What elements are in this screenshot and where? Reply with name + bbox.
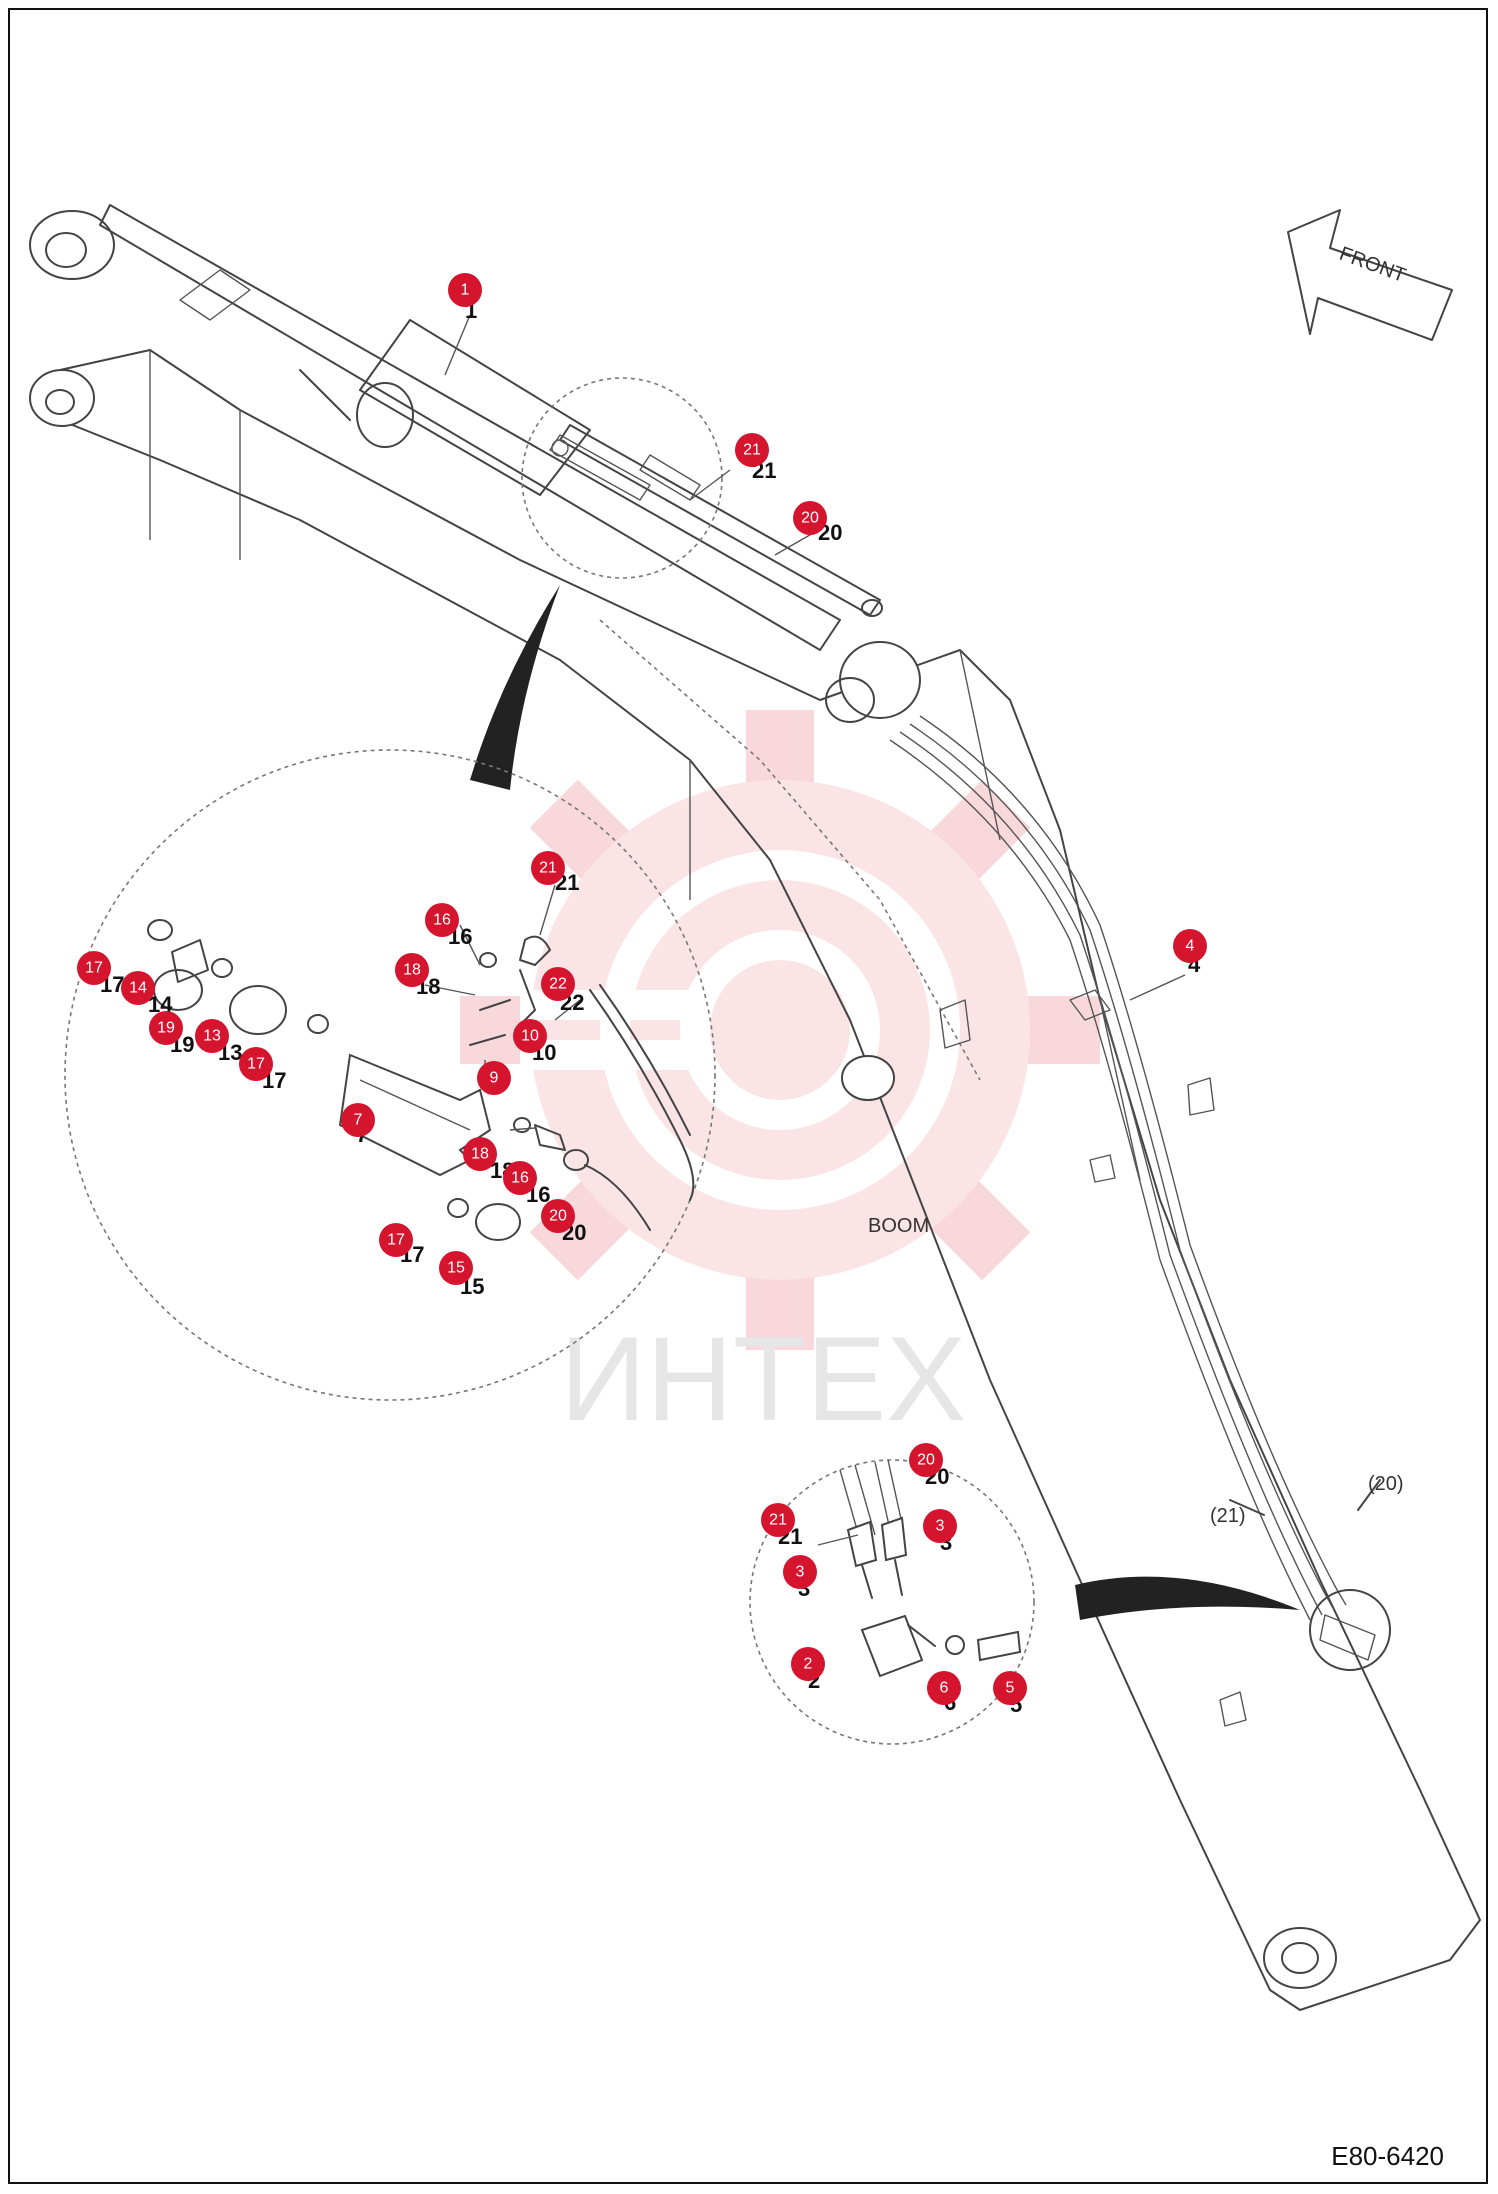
marker-17c[interactable]: 17 [379, 1223, 413, 1257]
marker-18b[interactable]: 18 [463, 1137, 497, 1171]
svg-text:18: 18 [471, 1146, 489, 1163]
svg-text:3: 3 [796, 1564, 805, 1581]
page-frame [8, 8, 1488, 2184]
svg-text:17: 17 [387, 1232, 405, 1249]
marker-13[interactable]: 13 [195, 1019, 229, 1053]
svg-text:5: 5 [1006, 1680, 1015, 1697]
marker-21b[interactable]: 21 [531, 851, 565, 885]
detail-circle-top [521, 377, 723, 579]
svg-text:9: 9 [490, 1070, 499, 1087]
boom-label: BOOM [868, 1215, 929, 1237]
marker-5[interactable]: 5 [993, 1671, 1027, 1705]
svg-text:3: 3 [936, 1518, 945, 1535]
marker-22[interactable]: 22 [541, 967, 575, 1001]
marker-4[interactable]: 4 [1173, 929, 1207, 963]
leader-lines [424, 314, 1186, 1546]
svg-text:13: 13 [203, 1028, 221, 1045]
document-code: E80-6420 [1331, 2141, 1444, 2171]
marker-20[interactable]: 20 [793, 501, 827, 535]
marker-21[interactable]: 21 [735, 433, 769, 467]
svg-text:4: 4 [1186, 938, 1195, 955]
svg-text:16: 16 [433, 912, 451, 929]
svg-text:19: 19 [157, 1020, 175, 1037]
svg-text:2: 2 [804, 1656, 813, 1673]
marker-2[interactable]: 2 [791, 1647, 825, 1681]
marker-10[interactable]: 10 [513, 1019, 547, 1053]
marker-1[interactable]: 1 [448, 273, 482, 307]
marker-19[interactable]: 19 [149, 1011, 183, 1045]
boom-cylinder [29, 204, 841, 651]
callout-pointer-top [470, 585, 560, 790]
svg-text:17: 17 [85, 960, 103, 977]
detail-circle-bracket [749, 1459, 1035, 1745]
callout-markers: 1 21 20 4 21 16 18 22 10 9 17 14 19 13 1… [77, 273, 1207, 1705]
svg-text:22: 22 [549, 976, 567, 993]
marker-20c[interactable]: 20 [909, 1443, 943, 1477]
svg-text:1: 1 [461, 282, 470, 299]
top-fittings [549, 434, 701, 501]
front-label: FRONT [1336, 243, 1408, 287]
bracket-assembly [839, 1459, 1022, 1678]
hose-clamp-end [1229, 1479, 1391, 1671]
svg-text:20: 20 [801, 510, 819, 527]
svg-text:21: 21 [769, 1512, 787, 1529]
valve-assembly [147, 919, 695, 1241]
detail-circle-valve [64, 749, 716, 1401]
marker-21c[interactable]: 21 [761, 1503, 795, 1537]
watermark-text: ИНТЕХ [560, 1312, 966, 1446]
svg-text:20: 20 [549, 1208, 567, 1225]
hose-ref-20: (20) [1368, 1473, 1404, 1495]
svg-text:7: 7 [354, 1112, 363, 1129]
svg-text:10: 10 [521, 1028, 539, 1045]
marker-9[interactable]: 9 [477, 1061, 511, 1095]
marker-7[interactable]: 7 [341, 1103, 375, 1137]
svg-text:17: 17 [247, 1056, 265, 1073]
svg-text:18: 18 [403, 962, 421, 979]
svg-text:6: 6 [940, 1680, 949, 1697]
marker-15[interactable]: 15 [439, 1251, 473, 1285]
marker-16b[interactable]: 16 [503, 1161, 537, 1195]
svg-text:20: 20 [917, 1452, 935, 1469]
marker-16[interactable]: 16 [425, 903, 459, 937]
svg-text:15: 15 [447, 1260, 465, 1277]
svg-text:21: 21 [539, 860, 557, 877]
boom-body [29, 349, 1481, 2011]
marker-3b[interactable]: 3 [783, 1555, 817, 1589]
svg-text:16: 16 [511, 1170, 529, 1187]
watermark-gear-logo [460, 710, 1100, 1350]
marker-14[interactable]: 14 [121, 971, 155, 1005]
marker-17[interactable]: 17 [77, 951, 111, 985]
callout-pointer-bottom [1075, 1576, 1300, 1620]
svg-text:21: 21 [743, 442, 761, 459]
hose-ref-21: (21) [1210, 1505, 1246, 1527]
front-direction-arrow: FRONT [1287, 209, 1453, 341]
marker-6[interactable]: 6 [927, 1671, 961, 1705]
marker-18[interactable]: 18 [395, 953, 429, 987]
boom-hose-lines [889, 715, 1347, 1621]
upper-hose-rod [559, 424, 883, 617]
marker-3[interactable]: 3 [923, 1509, 957, 1543]
marker-17b[interactable]: 17 [239, 1047, 273, 1081]
marker-20b[interactable]: 20 [541, 1199, 575, 1233]
svg-text:14: 14 [129, 980, 147, 997]
